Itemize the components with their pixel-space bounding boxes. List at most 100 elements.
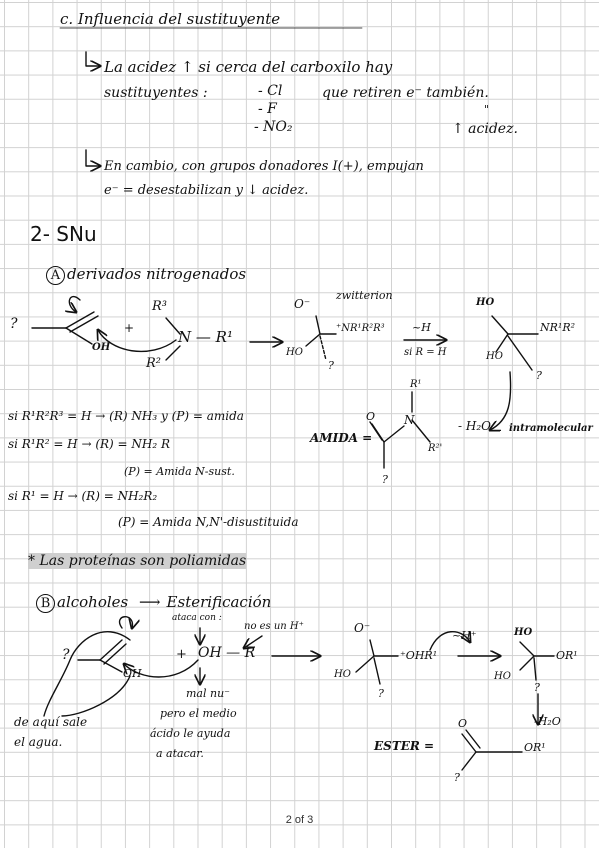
placeholder-2: ?	[328, 359, 334, 372]
acid-note-3: a atacar.	[156, 747, 204, 760]
oxonium-label: ⁺OHR¹	[400, 649, 438, 662]
tetrahedral-bonds	[305, 315, 321, 347]
reagent-placeholder-b: ?	[62, 647, 70, 663]
ho-label-2: HO	[476, 297, 495, 308]
c-oh-bond	[65, 327, 93, 345]
ammonium-label: ⁺NR¹R²R³	[336, 323, 385, 334]
placeholder-6: ?	[378, 687, 384, 700]
ho-label-5: HO	[514, 627, 533, 638]
water-loss-b: -H₂O	[534, 715, 561, 728]
acidity-line-1: La acidez ↑ si cerca del carboxilo hay	[104, 58, 393, 76]
placeholder-8: ?	[454, 771, 460, 784]
curve-arrow-a2	[98, 330, 177, 353]
placeholder-4: ?	[382, 473, 388, 486]
subsection-a-title: derivados nitrogenados	[67, 265, 247, 283]
ester-o-label: O	[458, 717, 468, 730]
hook-arrow-2	[85, 149, 100, 166]
curve-arrow-b2	[124, 659, 199, 678]
curve-arrow-a1	[69, 295, 81, 312]
rule-3b: (P) = Amida N,N'-disustituida	[118, 515, 299, 529]
acidity-line-2b: que retiren e⁻ también.	[322, 85, 489, 101]
ester-double	[465, 729, 481, 749]
c-oh-bond-b	[99, 659, 123, 673]
hook-arrow-1	[85, 51, 100, 66]
c-q3-bond	[507, 335, 533, 371]
amine-label: N — R¹	[178, 328, 233, 346]
water-loss-label: - H₂O	[458, 419, 491, 433]
amide-label: AMIDA =	[310, 431, 373, 445]
ester-label: ESTER =	[374, 739, 435, 753]
placeholder-7: ?	[534, 681, 540, 694]
intramolecular-arrow	[490, 371, 512, 430]
amide-n-label: N	[404, 413, 415, 427]
esterification-label: Esterificación	[166, 593, 272, 611]
acidity-line-2a: sustituyentes :	[104, 85, 208, 101]
amide-o-label: O	[366, 410, 376, 423]
tetrahedral-b	[355, 639, 375, 673]
carbonyl-bond-a	[65, 311, 95, 329]
ether-label-a: OR¹	[556, 649, 578, 662]
ho-label-1: HO	[286, 347, 303, 358]
bad-nucleophile: mal nu⁻	[186, 687, 230, 700]
substituent-no2: - NO₂	[254, 119, 293, 135]
not-h-label: no es un H⁺	[244, 621, 304, 632]
rule-3: si R¹ = H → (R) = NH₂R₂	[8, 489, 158, 503]
rule-1: si R¹R²R³ = H → (R) NH₃ y (P) = amida	[8, 409, 244, 423]
acidity-line-5: e⁻ = desestabilizan y ↓ acidez.	[104, 183, 309, 198]
not-h-arrow	[244, 635, 263, 648]
subsection-b-title: alcoholes	[57, 593, 129, 611]
zwitterion-label: zwitterion	[336, 289, 393, 302]
r2-bond	[165, 345, 181, 361]
amide-r2-label: R²'	[428, 443, 443, 454]
water-loop	[43, 631, 131, 717]
condition-label: si R = H	[404, 347, 447, 358]
ester-q-bond	[461, 751, 477, 771]
attacks-with-label: ataca con :	[172, 613, 222, 623]
tetrahedral-bonds-2	[491, 315, 509, 353]
ho-label-6: HO	[494, 671, 511, 682]
tetrahedral-b2	[519, 641, 535, 671]
carbonyl-bond-b1	[99, 639, 123, 661]
rule-2: si R¹R² = H → (R) = NH₂ R	[8, 437, 171, 451]
substituent-cl: - Cl	[258, 83, 283, 99]
substituent-f: - F	[258, 101, 277, 117]
amine-substituent-label: NR¹R²	[540, 321, 576, 334]
water-source-2: el agua.	[14, 735, 63, 749]
ditto-mark: "	[484, 103, 490, 116]
curve-arrow-b3	[429, 632, 470, 651]
section-c-heading: c. Influencia del sustituyente	[60, 10, 281, 28]
page-indicator: 2 of 3	[285, 814, 314, 826]
alcohol-label: OH — R	[198, 645, 256, 661]
reagent-placeholder: ?	[10, 316, 18, 332]
placeholder-3: ?	[536, 369, 542, 382]
subsection-b-letter: B	[36, 594, 55, 613]
r3-bond	[165, 317, 181, 335]
carbonyl-bond-b	[69, 315, 99, 333]
dashed-bond-a	[319, 335, 327, 361]
plus-sign-b: +	[176, 647, 187, 662]
r3-label: R³	[152, 299, 167, 314]
hydroxyl-label: OH	[92, 342, 111, 353]
water-origin-curve	[61, 675, 131, 717]
ho-label-3: HO	[486, 351, 503, 362]
acidity-line-3: ↑ acidez.	[452, 121, 518, 137]
acid-note-1: pero el medio	[160, 707, 237, 720]
curve-arrow-b1	[119, 616, 133, 628]
amide-r1-label: R¹	[410, 379, 422, 390]
proton-shift-label: ~H	[412, 321, 431, 334]
proteins-note: * Las proteínas son poliamidas	[28, 553, 247, 569]
carbonyl-bond-b2	[103, 643, 127, 665]
rule-2b: (P) = Amida N-sust.	[124, 465, 235, 478]
amide-double	[369, 421, 383, 441]
acidity-line-4: En cambio, con grupos donadores I(+), em…	[104, 159, 424, 174]
subsection-a-letter: A	[46, 266, 65, 285]
oxide-label: O⁻	[294, 297, 311, 311]
plus-sign: +	[124, 321, 135, 335]
ho-label-4: HO	[334, 669, 351, 680]
acid-note-2: ácido le ayuda	[150, 727, 231, 740]
n-r2-bond	[411, 419, 431, 443]
